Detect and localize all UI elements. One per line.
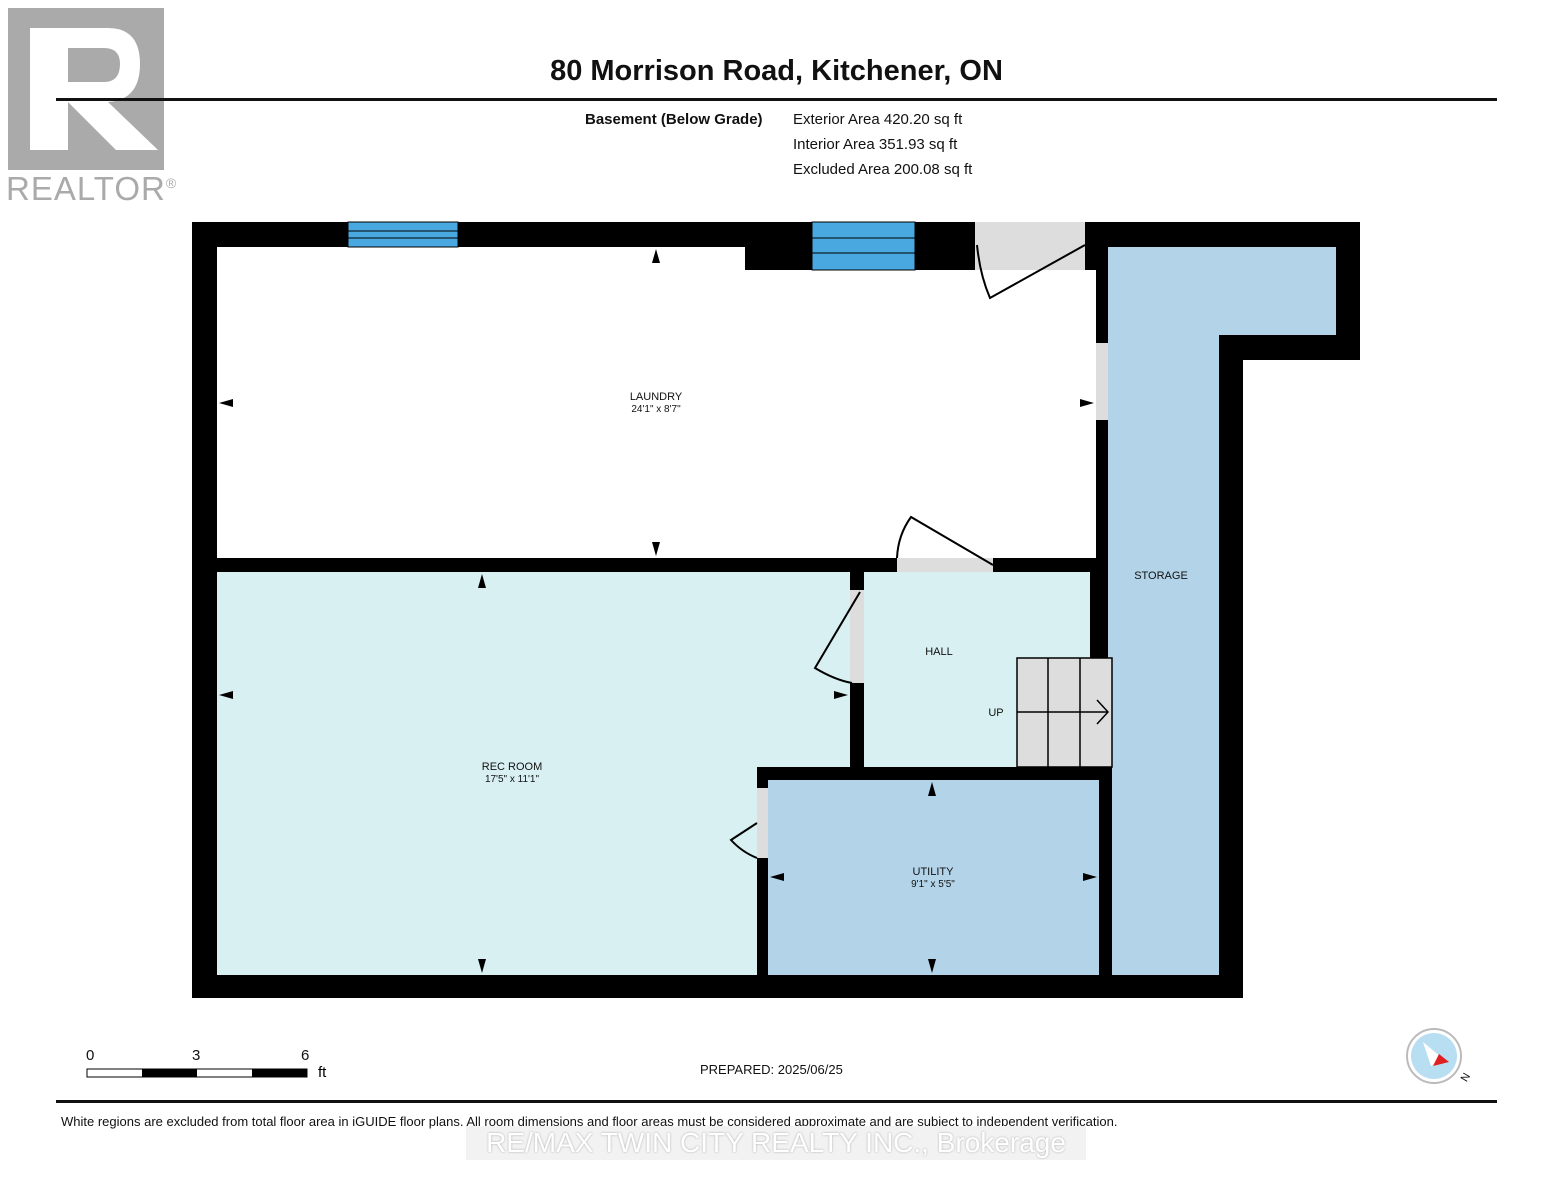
svg-text:N: N bbox=[1459, 1071, 1473, 1084]
scale-tick: 6 bbox=[301, 1047, 310, 1064]
floor-plan: LAUNDRY 24'1" x 8'7" REC ROOM 17'5" x 11… bbox=[192, 221, 1360, 998]
excluded-area: Excluded Area 200.08 sq ft bbox=[793, 161, 973, 178]
stairs-label: UP bbox=[988, 707, 1003, 719]
compass-icon: N bbox=[1406, 1028, 1473, 1084]
scale-tick: 3 bbox=[192, 1047, 201, 1064]
window bbox=[811, 221, 916, 271]
divider bbox=[56, 98, 1497, 101]
dimension-arrows bbox=[219, 249, 1097, 973]
prepared-date: PREPARED: 2025/06/25 bbox=[700, 1062, 843, 1077]
room-storage bbox=[1108, 247, 1336, 975]
brokerage-watermark: RE/MAX TWIN CITY REALTY INC., Brokerage bbox=[466, 1126, 1086, 1160]
room-label-storage: STORAGE bbox=[1134, 570, 1188, 582]
room-label-hall: HALL bbox=[925, 646, 953, 658]
realtor-logo bbox=[8, 8, 164, 175]
room-label-laundry: LAUNDRY bbox=[630, 391, 683, 403]
scale-bar bbox=[86, 1068, 308, 1078]
room-dims-laundry: 24'1" x 8'7" bbox=[631, 404, 681, 415]
room-utility bbox=[768, 780, 1099, 975]
interior-area: Interior Area 351.93 sq ft bbox=[793, 136, 958, 153]
realtor-logo-text: REALTOR® bbox=[6, 170, 178, 207]
window bbox=[347, 221, 459, 248]
room-laundry bbox=[217, 247, 1096, 558]
room-label-rec-room: REC ROOM bbox=[482, 761, 543, 773]
door-openings bbox=[757, 222, 1108, 858]
exterior-area: Exterior Area 420.20 sq ft bbox=[793, 111, 963, 128]
floor-name: Basement (Below Grade) bbox=[585, 111, 763, 128]
room-dims-utility: 9'1" x 5'5" bbox=[911, 879, 955, 890]
scale-tick: 0 bbox=[86, 1047, 95, 1064]
door-swings bbox=[729, 244, 1086, 859]
room-rec-room bbox=[217, 572, 850, 975]
room-dims-rec-room: 17'5" x 11'1" bbox=[485, 774, 540, 785]
room-label-utility: UTILITY bbox=[913, 866, 955, 878]
page-title: 80 Morrison Road, Kitchener, ON bbox=[550, 55, 1003, 87]
divider bbox=[56, 1100, 1497, 1103]
stairs bbox=[1016, 657, 1113, 768]
disclaimer: White regions are excluded from total fl… bbox=[61, 1114, 1118, 1129]
scale-unit: ft bbox=[318, 1064, 327, 1081]
